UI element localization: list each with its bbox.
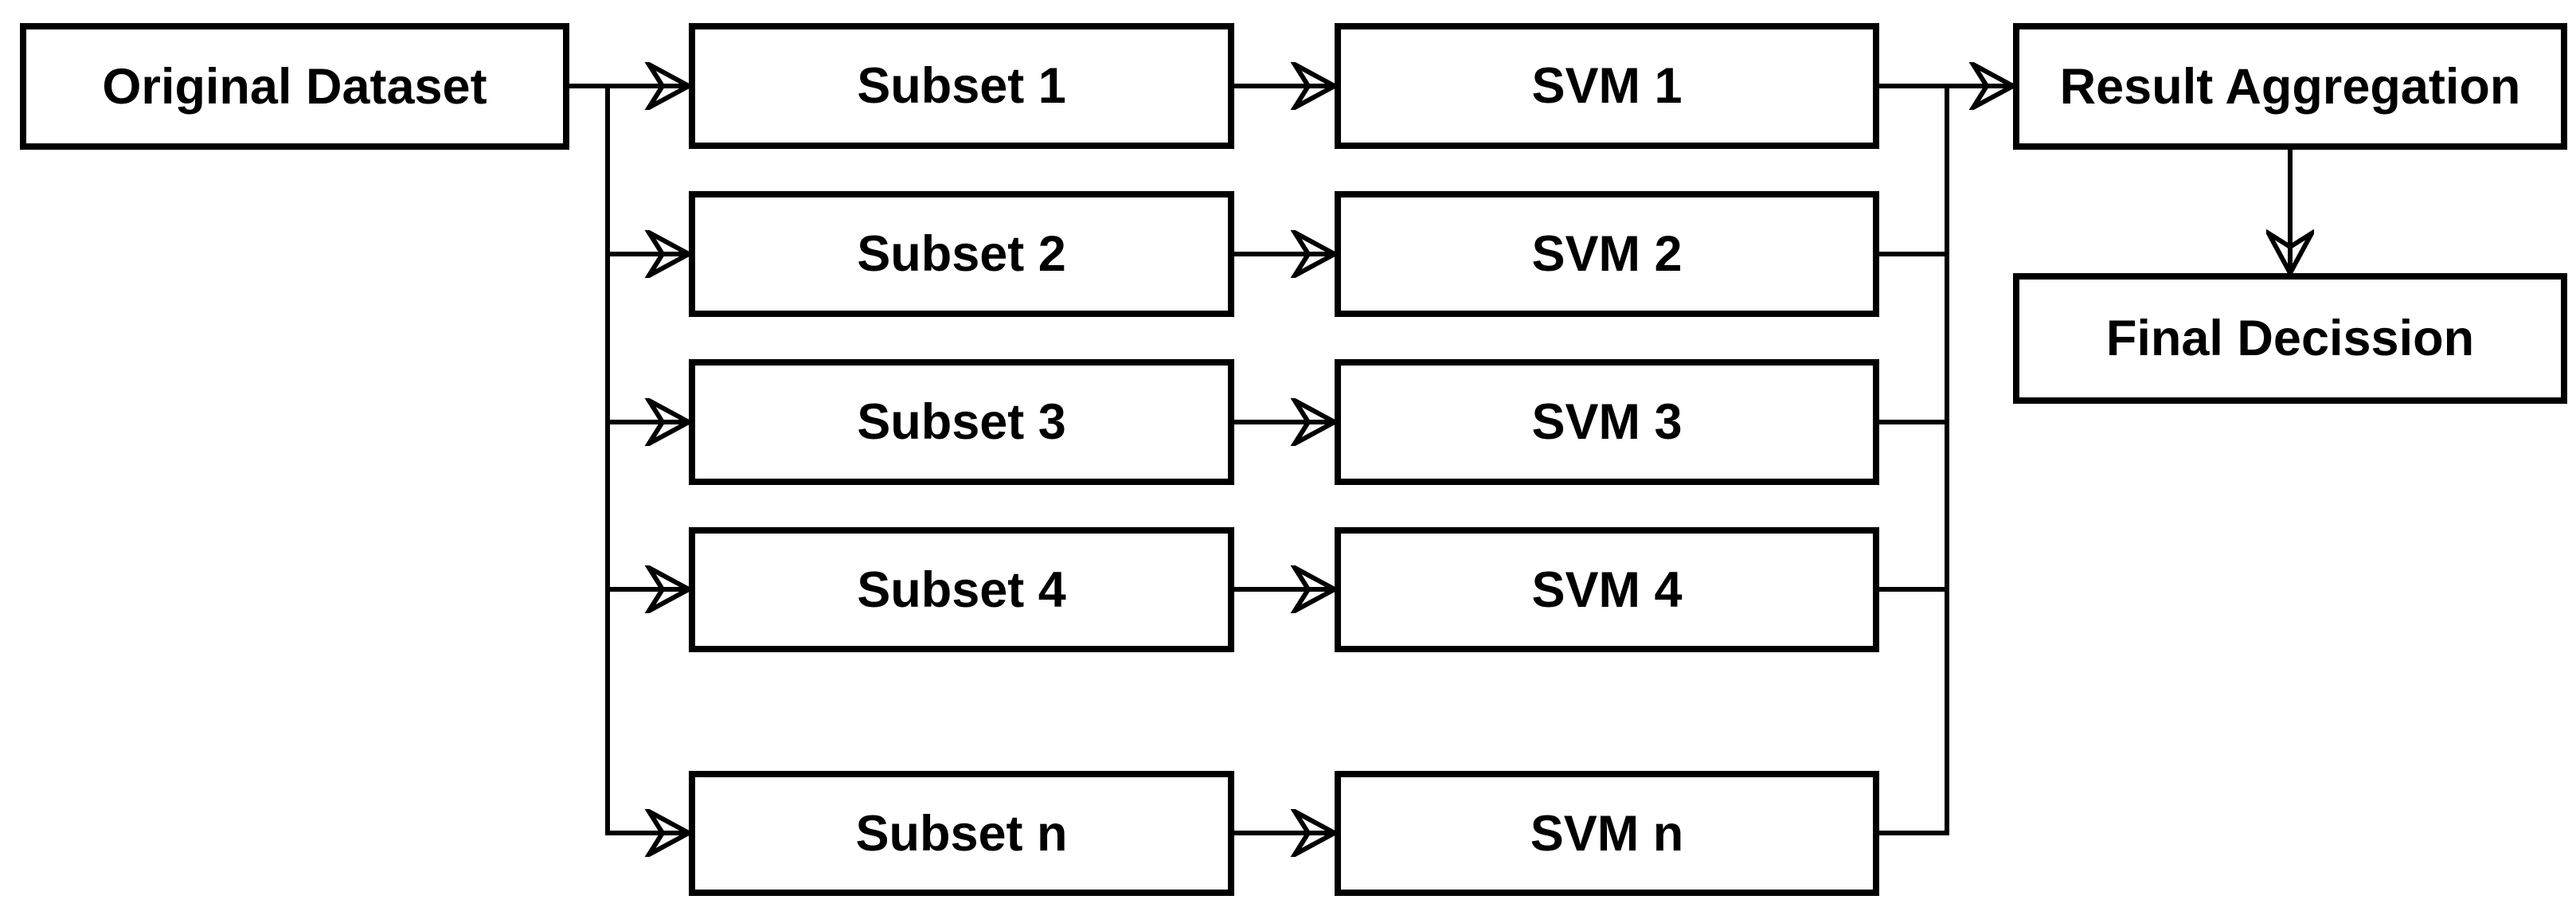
node-result-aggregation: Result Aggregation (2013, 23, 2567, 150)
node-subset-n: Subset n (689, 771, 1234, 896)
node-svm-4: SVM 4 (1335, 527, 1879, 652)
node-label: Subset 3 (857, 394, 1066, 450)
node-label: SVM n (1530, 805, 1684, 862)
node-label: Final Decission (2105, 311, 2475, 366)
node-subset-1: Subset 1 (689, 23, 1234, 149)
edge-svmn-trunk (1879, 86, 1949, 835)
node-label: Subset 2 (857, 226, 1066, 282)
node-label: Subset 4 (857, 561, 1066, 618)
node-subset-3: Subset 3 (689, 359, 1234, 485)
node-svm-2: SVM 2 (1335, 191, 1879, 317)
node-original-dataset: Original Dataset (20, 23, 569, 150)
node-label: Subset n (855, 805, 1068, 862)
node-subset-4: Subset 4 (689, 527, 1234, 652)
node-svm-3: SVM 3 (1335, 359, 1879, 485)
node-label: Subset 1 (857, 58, 1066, 114)
node-label: SVM 2 (1531, 226, 1683, 282)
node-subset-2: Subset 2 (689, 191, 1234, 317)
node-label: SVM 1 (1531, 58, 1683, 114)
node-svm-1: SVM 1 (1335, 23, 1879, 149)
node-final-decission: Final Decission (2013, 273, 2567, 404)
node-label: Result Aggregation (2059, 58, 2521, 115)
node-label: SVM 4 (1531, 561, 1683, 618)
edge-dataset-subsetn (605, 86, 689, 833)
node-svm-n: SVM n (1335, 771, 1879, 896)
node-label: Original Dataset (102, 58, 487, 115)
node-label: SVM 3 (1531, 394, 1683, 450)
